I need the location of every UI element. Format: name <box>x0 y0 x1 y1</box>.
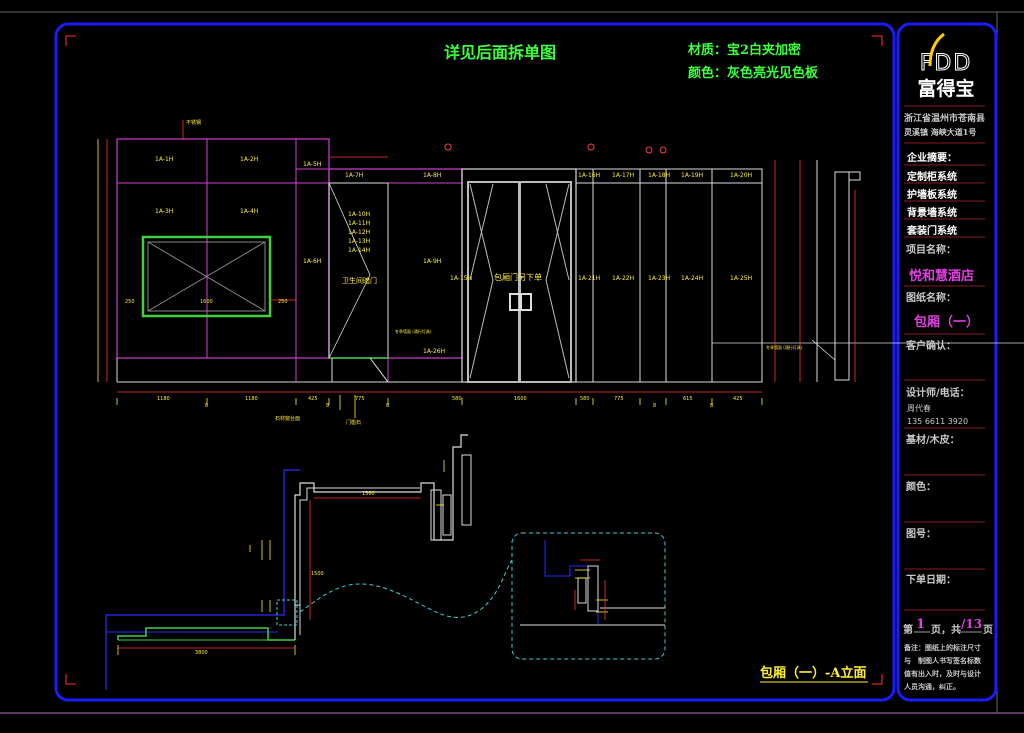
designer-phone: 135 6611 3920 <box>907 417 968 426</box>
dim-label: 775 <box>355 396 365 402</box>
notes-line: 人员沟通，纠正。 <box>904 682 960 691</box>
corner-marks <box>65 35 883 685</box>
panel-label: 1A-26H <box>423 348 445 355</box>
designer-name: 周代春 <box>907 403 931 413</box>
panel-label: 1A-12H <box>348 229 370 236</box>
dim-label: 8 <box>205 403 208 409</box>
dim-label: 250 <box>278 299 288 305</box>
title-block-border <box>896 22 998 702</box>
panel-label: 1A-24H <box>681 275 703 282</box>
panel-label: 1A-2H <box>240 156 258 163</box>
bathroom-door <box>328 182 389 359</box>
project-name-value: 悦和慧酒店 <box>909 268 974 284</box>
panel-label: 1A-22H <box>612 275 634 282</box>
note-stone: 石材窗台面 <box>275 415 300 422</box>
system-item: 定制柜系统 <box>907 170 957 183</box>
dim-label: 1180 <box>245 396 258 402</box>
tv-frame <box>141 235 272 318</box>
panel-label: 1A-14H <box>348 247 370 254</box>
elevation-view <box>97 120 1024 418</box>
dim-label: 8 <box>386 403 389 409</box>
drawing-caption: 包厢（一）-A立面 <box>760 665 866 681</box>
logo-mark: FDD <box>920 51 973 76</box>
note-top: 不锈钢 <box>186 119 201 126</box>
header-title: 详见后面拆单图 <box>444 43 556 62</box>
material-note: 材质：宝2白夹加密 <box>688 42 801 58</box>
dim-label: 425 <box>733 396 743 402</box>
plan-view <box>105 434 666 690</box>
panel-label: 1A-11H <box>348 220 370 227</box>
note-door: 门槛石 <box>346 419 361 426</box>
company-summary-label: 企业摘要： <box>906 151 957 164</box>
drawing-name-value: 包厢（一） <box>914 314 979 330</box>
panel-label: 1A-17H <box>612 172 634 179</box>
color-label: 颜色： <box>906 480 936 493</box>
dim-label: 775 <box>614 396 624 402</box>
dim-label: 1180 <box>157 396 170 402</box>
panel-label: 1A-25H <box>730 275 752 282</box>
panel-label: 1A-18H <box>648 172 670 179</box>
panel-label: 1A-13H <box>348 238 370 245</box>
logo-name: 富得宝 <box>917 77 974 100</box>
address-line-2: 灵溪镇 海峡大道1号 <box>903 127 976 137</box>
drawing-number-label: 图号： <box>906 528 936 540</box>
page-prefix: 第 <box>903 623 913 636</box>
panel-label: 1A-20H <box>730 172 752 179</box>
client-confirm-label: 客户确认： <box>905 339 956 352</box>
page-suffix: 页 <box>983 624 993 636</box>
company-logo: FDD 富得宝 <box>917 32 975 100</box>
dim-label: 8 <box>326 403 329 409</box>
notes-line: 与 制图人书写签名标数 <box>904 656 982 665</box>
notes-line: 备注：图纸上的标注尺寸 <box>903 643 981 652</box>
panel-label: 1A-10H <box>348 211 370 218</box>
dim-label: 250 <box>125 299 135 305</box>
base-material-label: 基材/木皮： <box>905 433 960 446</box>
panel-label: 1A-15H <box>450 275 472 282</box>
dim-label: 580 <box>580 396 590 402</box>
panel-label: 1A-7H <box>345 172 363 179</box>
dim-label: 1500 <box>311 571 324 577</box>
designer-label: 设计师/电话： <box>906 386 970 399</box>
bathroom-door-label: 卫生间暗门 <box>342 276 377 285</box>
page-total: /13 <box>961 617 982 631</box>
dim-label: 8 <box>653 403 656 409</box>
system-item: 背景墙系统 <box>907 206 957 219</box>
panel-label: 1A-8H <box>423 172 441 179</box>
panel-label: 1A-6H <box>303 258 321 265</box>
dim-label: 1600 <box>200 299 213 305</box>
system-item: 护墙板系统 <box>907 188 957 201</box>
dim-label: 1560 <box>362 491 375 497</box>
panel-label: 1A-1H <box>155 156 173 163</box>
notes-line: 值有出入时，及时与设计 <box>904 669 981 678</box>
color-note: 颜色：灰色亮光见色板 <box>688 65 819 81</box>
drawing-name-label: 图纸名称： <box>906 291 956 304</box>
note-wall-2: 冬季墙面 (通行灯具) <box>395 328 432 334</box>
panel-label: 1A-23H <box>648 275 670 282</box>
dim-label: 8 <box>710 403 713 409</box>
panel-label: 1A-19H <box>681 172 703 179</box>
panel-label: 1A-21H <box>578 275 600 282</box>
dim-label: 3800 <box>195 650 208 656</box>
note-wall: 冬季墙面 (通行灯具) <box>766 344 803 350</box>
project-name-label: 项目名称： <box>906 243 956 256</box>
panel-label: 1A-5H <box>303 161 321 168</box>
order-date-label: 下单日期： <box>906 573 956 586</box>
detail-callout <box>511 532 666 660</box>
address-line-1: 浙江省温州市苍南县 <box>904 112 985 124</box>
panel-label: 1A-3H <box>155 208 173 215</box>
system-item: 套装门系统 <box>906 224 957 237</box>
panel-label: 1A-16H <box>578 172 600 179</box>
panel-label: 1A-9H <box>423 258 441 265</box>
dim-label: 1600 <box>514 396 527 402</box>
room-door-label: 包厢门另下单 <box>494 272 542 282</box>
dim-label: 615 <box>683 396 693 402</box>
panel-label: 1A-4H <box>240 208 258 215</box>
dim-label: 425 <box>308 396 318 402</box>
page-number: 1 <box>916 617 925 632</box>
dim-label: 580 <box>452 396 462 402</box>
page-mid: 页，共 <box>931 623 961 636</box>
drawing-border <box>54 22 896 702</box>
